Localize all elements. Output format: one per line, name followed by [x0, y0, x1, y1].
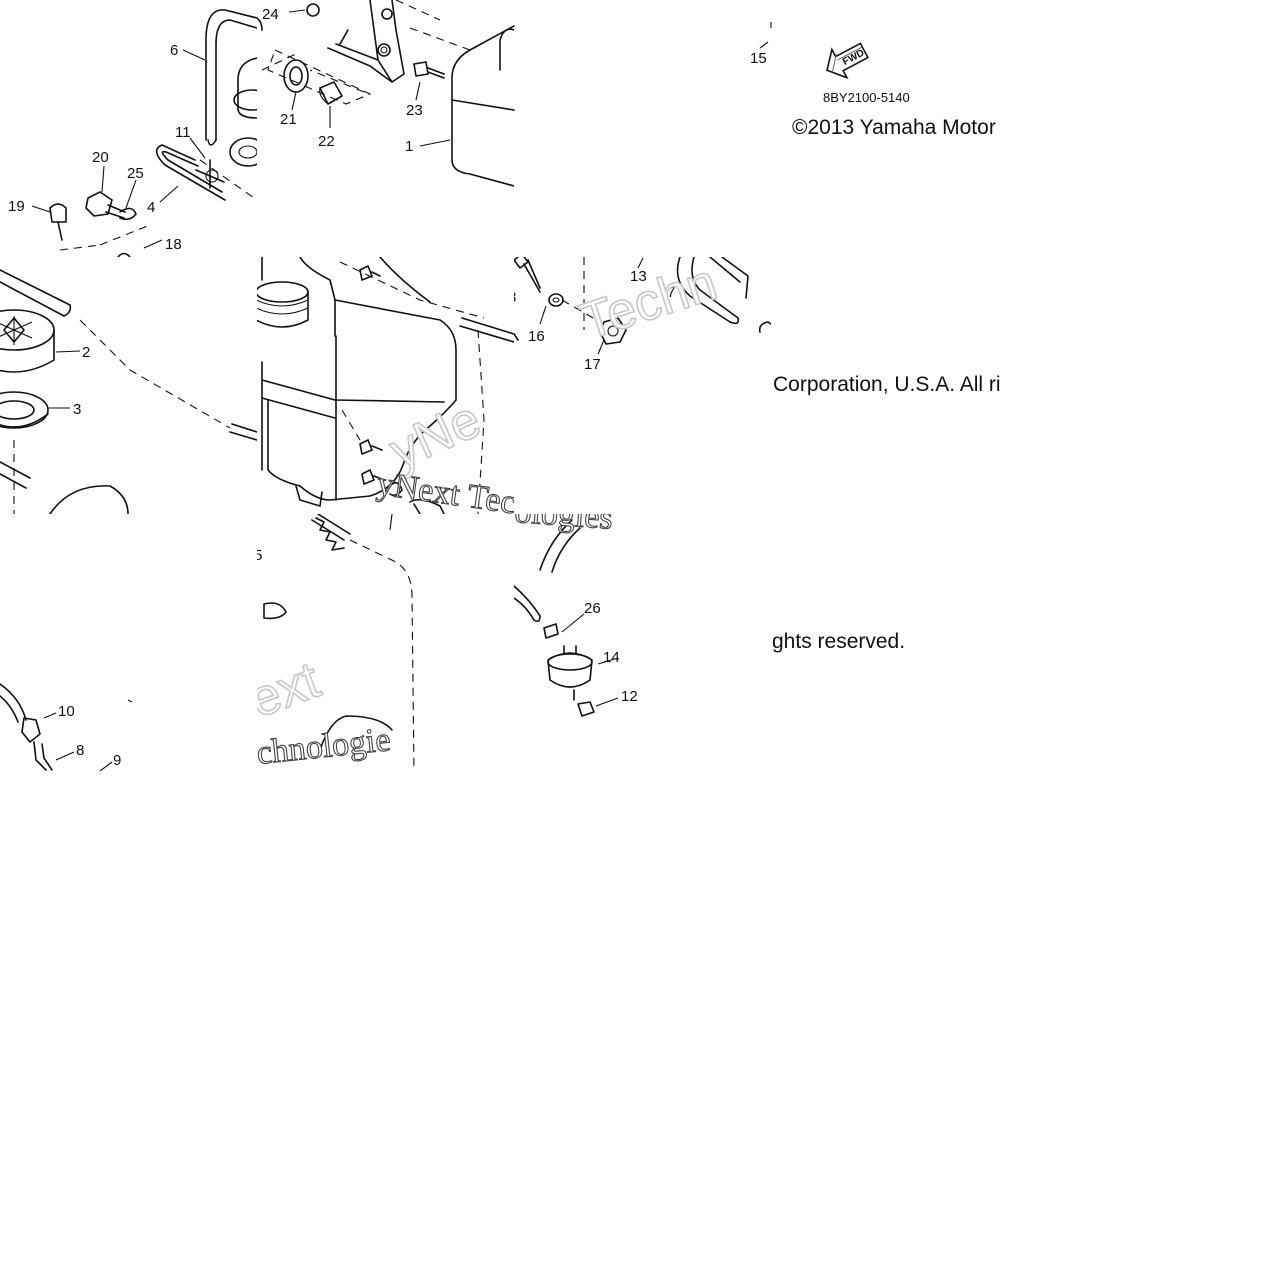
svg-text:22: 22 [318, 133, 335, 150]
svg-text:21: 21 [280, 111, 297, 128]
watermark-text-2: Techn [574, 253, 724, 351]
fwd-arrow-icon: FWD [826, 42, 869, 80]
svg-text:18: 18 [165, 236, 182, 253]
watermark-text-4: chnologie [255, 721, 392, 772]
tile-tank-bracket: 24 21 22 23 1 [257, 0, 514, 187]
diagram-code: 8BY2100-5140 [823, 90, 910, 105]
svg-text:10: 10 [58, 703, 75, 720]
svg-text:17: 17 [584, 356, 601, 373]
svg-text:13: 13 [630, 268, 647, 285]
svg-text:7: 7 [667, 284, 675, 301]
tile-pipes: 10 8 9 [0, 683, 133, 771]
tile-filler-cap: 2 3 [0, 269, 257, 514]
svg-text:4: 4 [147, 199, 155, 216]
svg-text:11: 11 [175, 124, 191, 141]
svg-text:6: 6 [170, 42, 178, 59]
svg-text:2: 2 [82, 344, 90, 361]
tile-tank-edge [514, 25, 515, 111]
svg-text:3: 3 [73, 401, 81, 418]
svg-text:26: 26 [584, 600, 601, 617]
svg-text:25: 25 [127, 165, 144, 182]
svg-text:9: 9 [113, 752, 121, 769]
watermark-text-5: ologies [513, 493, 614, 537]
svg-text:12: 12 [621, 688, 638, 705]
copyright-line-2: Corporation, U.S.A. All ri [773, 374, 1001, 395]
tile-fuel-filter: 26 14 12 ologies [513, 493, 638, 717]
svg-text:1: 1 [405, 138, 413, 155]
svg-text:15: 15 [750, 50, 767, 67]
tile-label-block: 15 FWD 8BY2100-5140 [750, 22, 910, 105]
copyright-line-3: ghts reserved. [772, 630, 906, 653]
svg-text:14: 14 [603, 649, 620, 666]
tile-spring: 5 ext chnologie [242, 514, 415, 772]
watermark-text-3: ext [242, 651, 328, 729]
svg-text:8: 8 [508, 289, 516, 306]
svg-text:16: 16 [528, 328, 545, 345]
svg-text:23: 23 [406, 102, 423, 119]
svg-text:8: 8 [76, 742, 84, 759]
tile-fuel-tank: yNe yNext Tec [257, 257, 518, 521]
watermark-serif-text: yNext Tec [375, 465, 518, 521]
svg-text:19: 19 [8, 198, 25, 215]
svg-text:24: 24 [262, 6, 279, 23]
tile-hose-fittings: 6 11 20 25 4 19 18 [8, 9, 257, 257]
copyright-line-1: ©2013 Yamaha Motor [792, 116, 996, 139]
svg-text:5: 5 [254, 547, 262, 564]
tile-fasteners: 13 7 8 16 17 Techn [508, 253, 771, 373]
svg-text:20: 20 [92, 149, 109, 166]
